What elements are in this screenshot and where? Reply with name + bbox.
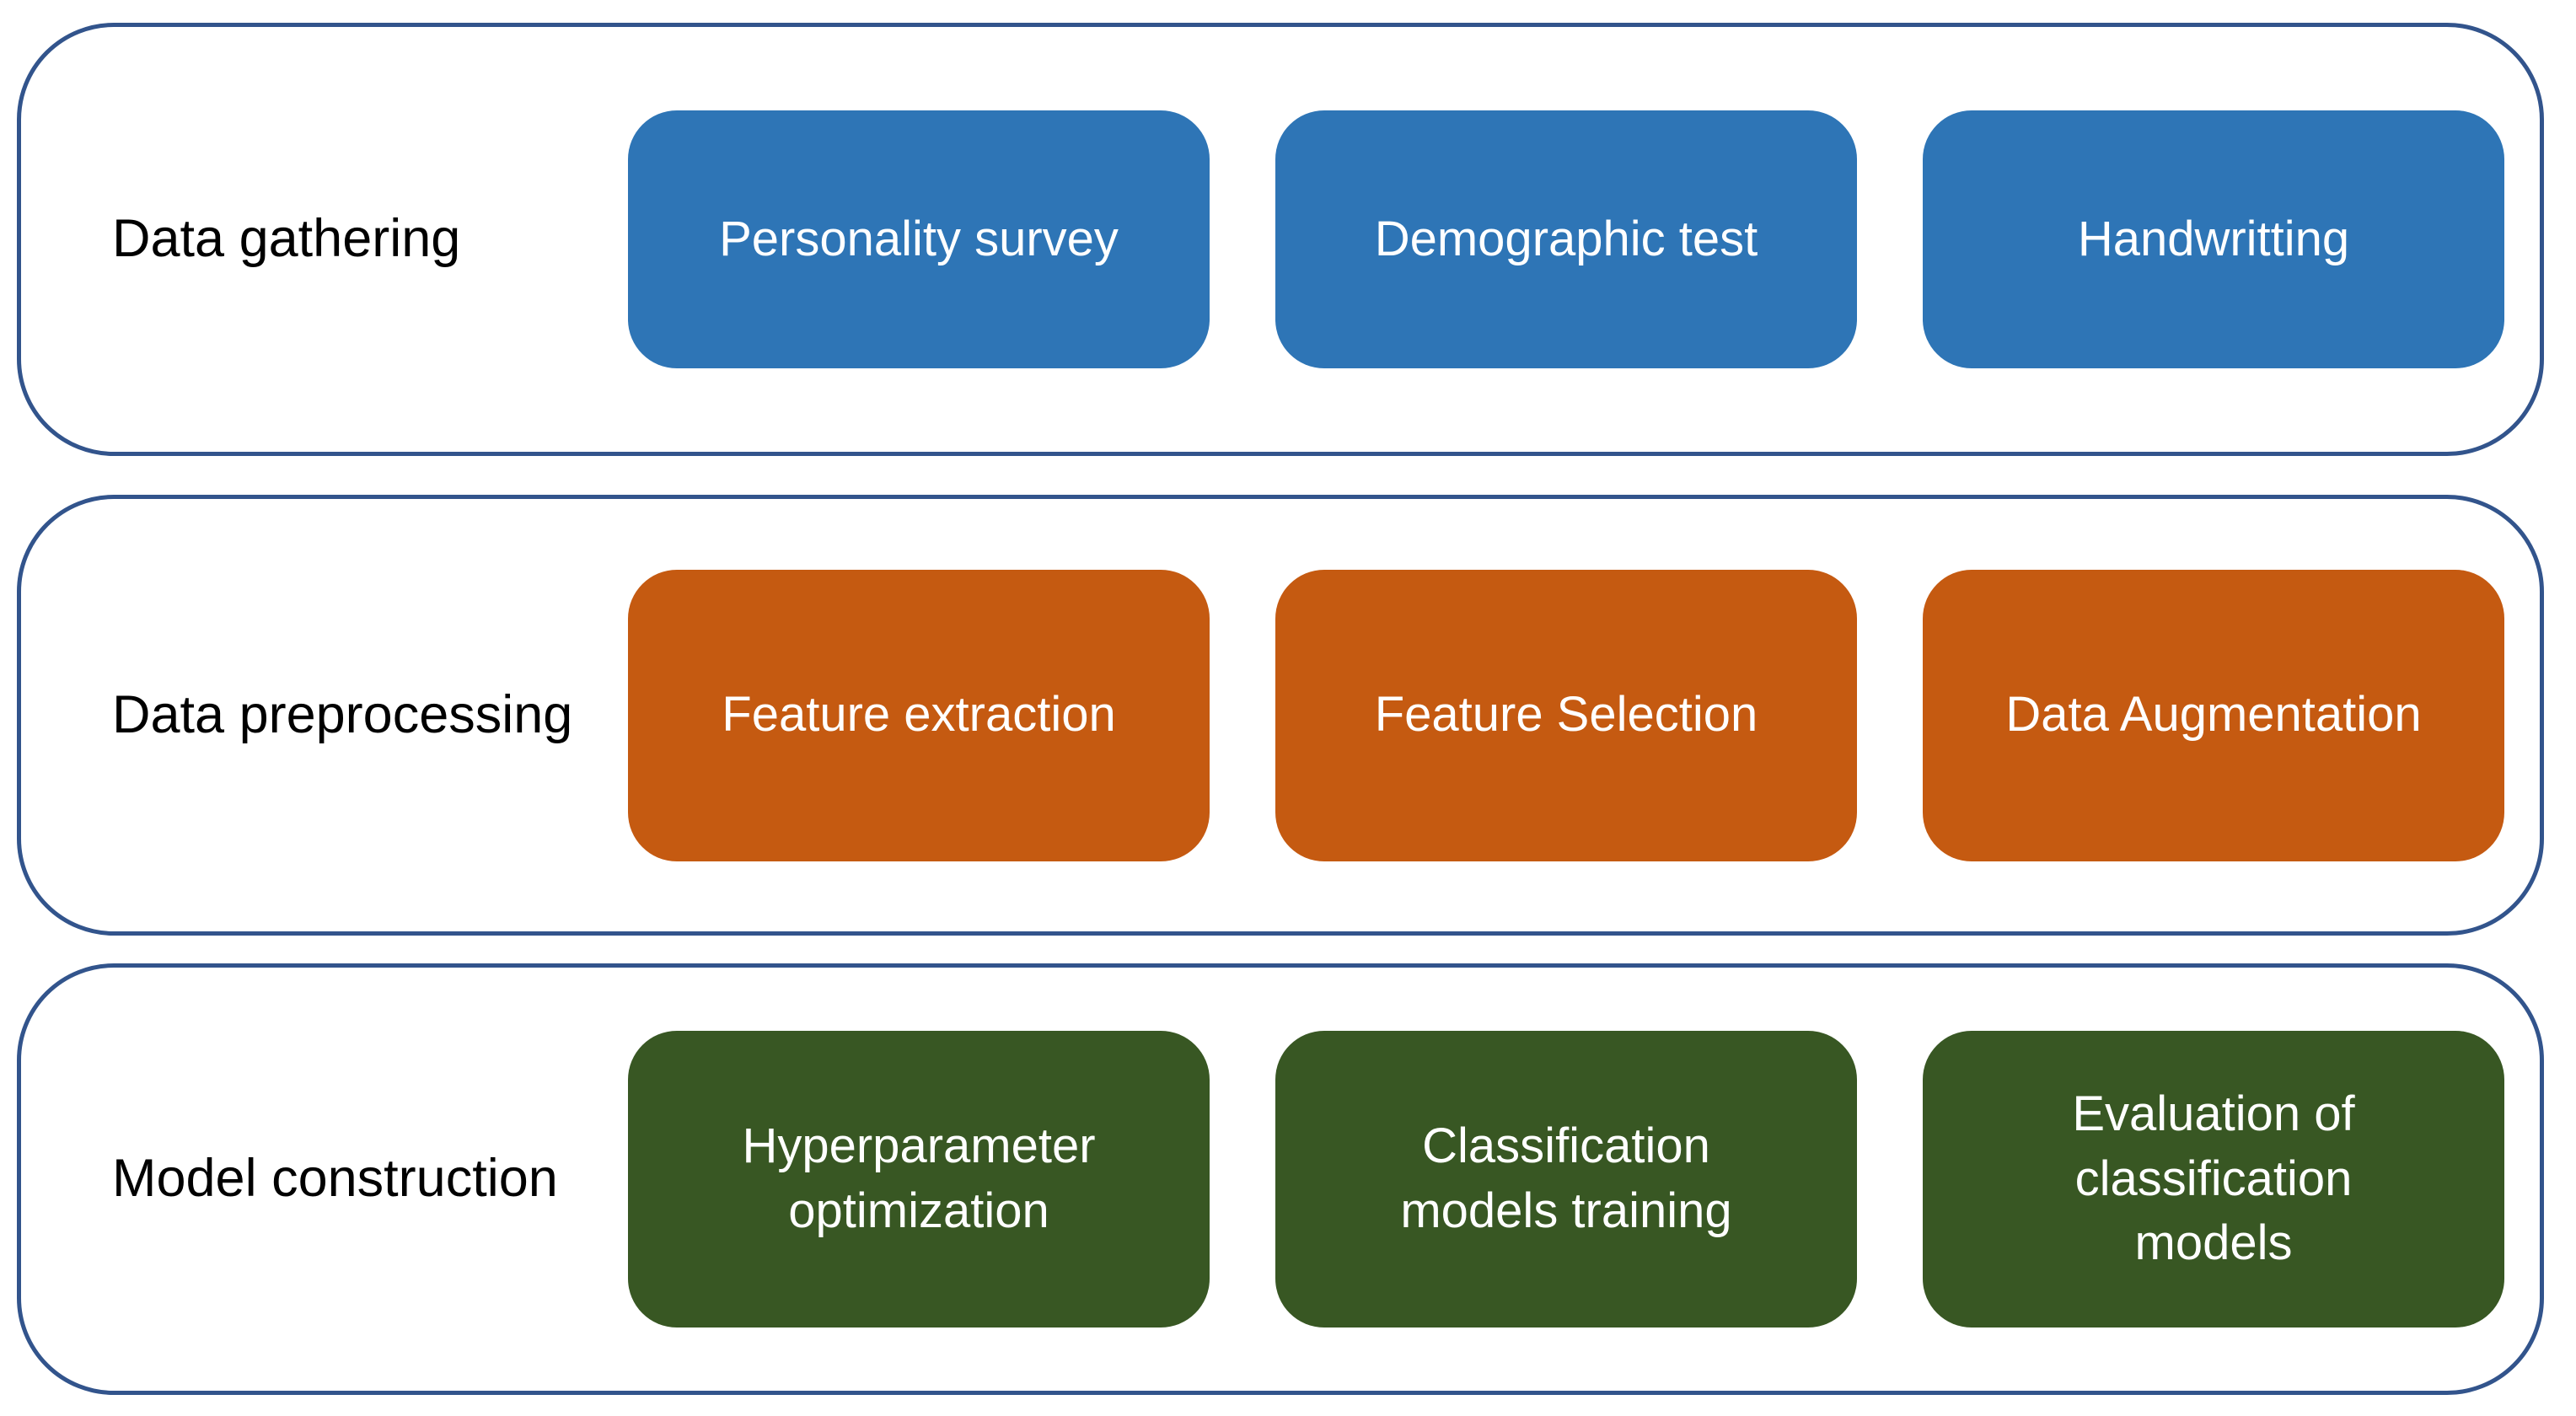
- step-box-hyperparameter-optimization: Hyperparameter optimization: [628, 1031, 1210, 1328]
- stage-band-data-gathering: Data gathering Personality survey Demogr…: [17, 23, 2544, 456]
- stage-boxes-data-preprocessing: Feature extraction Feature Selection Dat…: [628, 569, 2504, 861]
- step-box-demographic-test: Demographic test: [1275, 110, 1857, 368]
- step-box-evaluation-of-classification-models: Evaluation of classification models: [1923, 1031, 2504, 1328]
- stage-band-data-preprocessing: Data preprocessing Feature extraction Fe…: [17, 495, 2544, 936]
- step-box-personality-survey: Personality survey: [628, 110, 1210, 368]
- step-box-handwritting: Handwritting: [1923, 110, 2504, 368]
- stage-boxes-model-construction: Hyperparameter optimization Classificati…: [628, 1031, 2504, 1328]
- step-box-feature-extraction: Feature extraction: [628, 569, 1210, 861]
- stage-boxes-data-gathering: Personality survey Demographic test Hand…: [628, 110, 2504, 368]
- stage-band-model-construction: Model construction Hyperparameter optimi…: [17, 963, 2544, 1395]
- stage-label-model-construction: Model construction: [112, 1149, 558, 1209]
- stage-label-data-preprocessing: Data preprocessing: [112, 684, 573, 744]
- step-box-feature-selection: Feature Selection: [1275, 569, 1857, 861]
- stage-label-data-gathering: Data gathering: [112, 209, 461, 269]
- step-box-classification-models-training: Classification models training: [1275, 1031, 1857, 1328]
- step-box-data-augmentation: Data Augmentation: [1923, 569, 2504, 861]
